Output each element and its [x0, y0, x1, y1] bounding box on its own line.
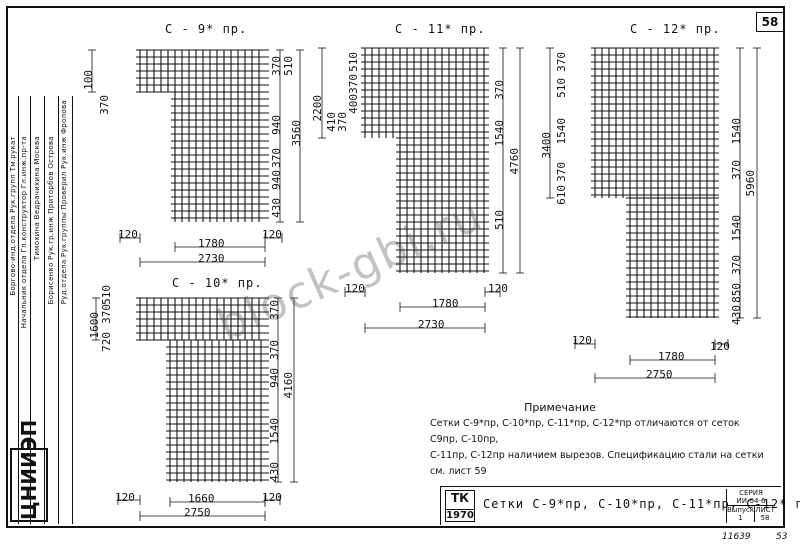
dim-label: 370	[100, 304, 113, 324]
dim-label: 1780	[198, 237, 225, 250]
footer-number: 11639	[722, 532, 751, 542]
dim-label: 940	[270, 115, 283, 135]
dim-label: 2750	[184, 506, 211, 519]
dim-label: 370	[555, 52, 568, 72]
issue-value: 1	[738, 514, 743, 522]
note-line: С-11пр, С-12пр наличием вырезов. Специфи…	[430, 450, 764, 461]
sheet-number: 58	[756, 12, 784, 32]
series-value: ИИ-04-6	[736, 497, 766, 505]
dim-label: 120	[262, 491, 282, 504]
dim-label: 2750	[646, 368, 673, 381]
dim-label: 3560	[290, 120, 303, 147]
dim-label: 370	[493, 80, 506, 100]
dim-label: 370	[336, 112, 349, 132]
dim-label: 510	[100, 285, 113, 305]
dim-label: 720	[100, 332, 113, 352]
dim-label: 1540	[268, 418, 281, 445]
dim-label: 610	[555, 185, 568, 205]
footer-page: 53	[776, 532, 788, 542]
side-stamp: Боргово-инд.отдела Рук.групп Тм.рукат На…	[8, 96, 73, 524]
dim-label: 1660	[188, 492, 215, 505]
dim-label: 120	[118, 228, 138, 241]
dim-label: 120	[572, 334, 592, 347]
dim-label: 430	[270, 198, 283, 218]
dim-label: 370	[730, 255, 743, 275]
dim-label: 120	[262, 228, 282, 241]
dim-label: 1780	[432, 297, 459, 310]
dim-label: 370	[270, 148, 283, 168]
tk-mark: ТК 1970	[445, 490, 475, 522]
dim-label: 2730	[198, 252, 225, 265]
dim-label: 370	[98, 95, 111, 115]
dim-label: 120	[115, 491, 135, 504]
note-line: см. лист 59	[430, 466, 487, 477]
sheet-value: 58	[760, 514, 770, 522]
issue-label: Выпуск	[727, 506, 755, 514]
dim-label: 370	[555, 162, 568, 182]
title-block: ТК 1970 Сетки С-9*пр, С-10*пр, С-11*пр, …	[440, 486, 800, 525]
drawing-frame	[6, 6, 785, 528]
series-label: СЕРИЯ	[739, 489, 763, 497]
drawing-title-c10: С - 10* пр.	[172, 276, 263, 290]
note-heading: Примечание	[524, 401, 596, 414]
note-line: Сетки С-9*пр, С-10*пр, С-11*пр, С-12*пр …	[430, 418, 740, 445]
dim-label: 400	[347, 94, 360, 114]
drawing-title-c11: С - 11* пр.	[395, 22, 486, 36]
sheet-label: ЛИСТ	[755, 506, 775, 514]
drawing-title-c9: С - 9* пр.	[165, 22, 248, 36]
dim-label: 1780	[658, 350, 685, 363]
dim-label: 940	[268, 368, 281, 388]
dim-label: 4760	[508, 148, 521, 175]
dim-label: 1540	[555, 118, 568, 145]
dim-label: 100	[82, 70, 95, 90]
dim-label: 510	[347, 52, 360, 72]
dim-label: 1540	[493, 120, 506, 147]
dim-label: 120	[345, 282, 365, 295]
dim-label: 2200	[311, 95, 324, 122]
note-block: Примечание Сетки С-9*пр, С-10*пр, С-11*п…	[430, 400, 770, 480]
dim-label: 510	[555, 78, 568, 98]
drawing-title-c12: С - 12* пр.	[630, 22, 721, 36]
dim-label: 370	[347, 74, 360, 94]
dim-label: 1540	[730, 215, 743, 242]
dim-label: 510	[282, 56, 295, 76]
dim-label: 510	[493, 210, 506, 230]
dim-label: 1540	[730, 118, 743, 145]
dim-label: 120	[488, 282, 508, 295]
dim-label: 850	[730, 283, 743, 303]
dim-label: 430	[268, 462, 281, 482]
dim-label: 2730	[418, 318, 445, 331]
tk-year: 1970	[446, 509, 474, 521]
sheet-title: Сетки С-9*пр, С-10*пр, С-11*пр, С-12* пр…	[483, 497, 800, 511]
dim-label: 430	[730, 305, 743, 325]
dim-label: 370	[730, 160, 743, 180]
dim-label: 3400	[540, 132, 553, 159]
dim-label: 940	[270, 170, 283, 190]
dim-label: 4160	[282, 372, 295, 399]
tk-label: ТК	[451, 491, 469, 505]
dim-label: 370	[268, 340, 281, 360]
dim-label: 5960	[744, 170, 757, 197]
dim-label: 120	[710, 340, 730, 353]
series-box: СЕРИЯ ИИ-04-6 Выпуск 1 ЛИСТ 58	[726, 489, 775, 523]
